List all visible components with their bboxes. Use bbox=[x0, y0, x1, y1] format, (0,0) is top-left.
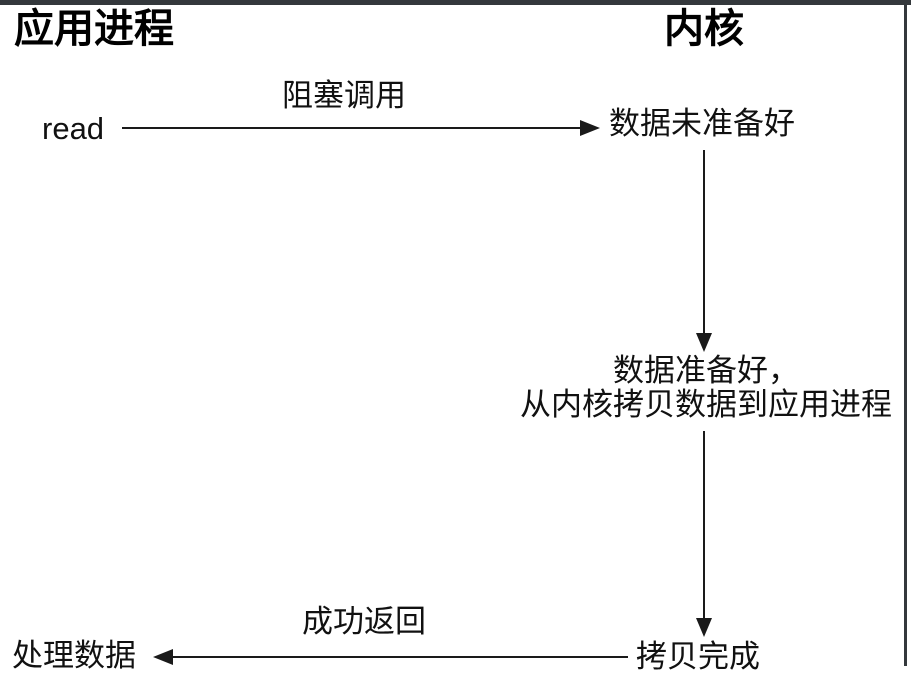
node-data-not-ready: 数据未准备好 bbox=[609, 106, 795, 141]
node-copy-done: 拷贝完成 bbox=[636, 639, 760, 674]
edge-label-blocking-call: 阻塞调用 bbox=[282, 78, 406, 113]
frame-right-border bbox=[904, 0, 907, 666]
edge-label-success-return: 成功返回 bbox=[302, 604, 426, 639]
arrow-success-return bbox=[153, 649, 628, 665]
node-data-ready-line1: 数据准备好， bbox=[613, 353, 799, 388]
frame-top-border bbox=[0, 0, 911, 5]
node-data-ready: 数据准备好， 从内核拷贝数据到应用进程 bbox=[515, 354, 897, 422]
arrow-copy-complete bbox=[696, 431, 712, 637]
arrow-down-head-icon bbox=[696, 333, 712, 352]
arrow-down-head-icon bbox=[696, 618, 712, 637]
column-title-application-process: 应用进程 bbox=[14, 7, 174, 51]
column-title-kernel: 内核 bbox=[664, 7, 744, 51]
arrow-blocking-call bbox=[122, 120, 600, 136]
arrow-left-head-icon bbox=[153, 649, 173, 665]
node-data-ready-line2: 从内核拷贝数据到应用进程 bbox=[520, 387, 892, 422]
arrow-wait-for-data bbox=[696, 150, 712, 352]
arrow-right-head-icon bbox=[580, 120, 600, 136]
node-read-call: read bbox=[42, 111, 105, 146]
node-process-data: 处理数据 bbox=[12, 638, 136, 673]
